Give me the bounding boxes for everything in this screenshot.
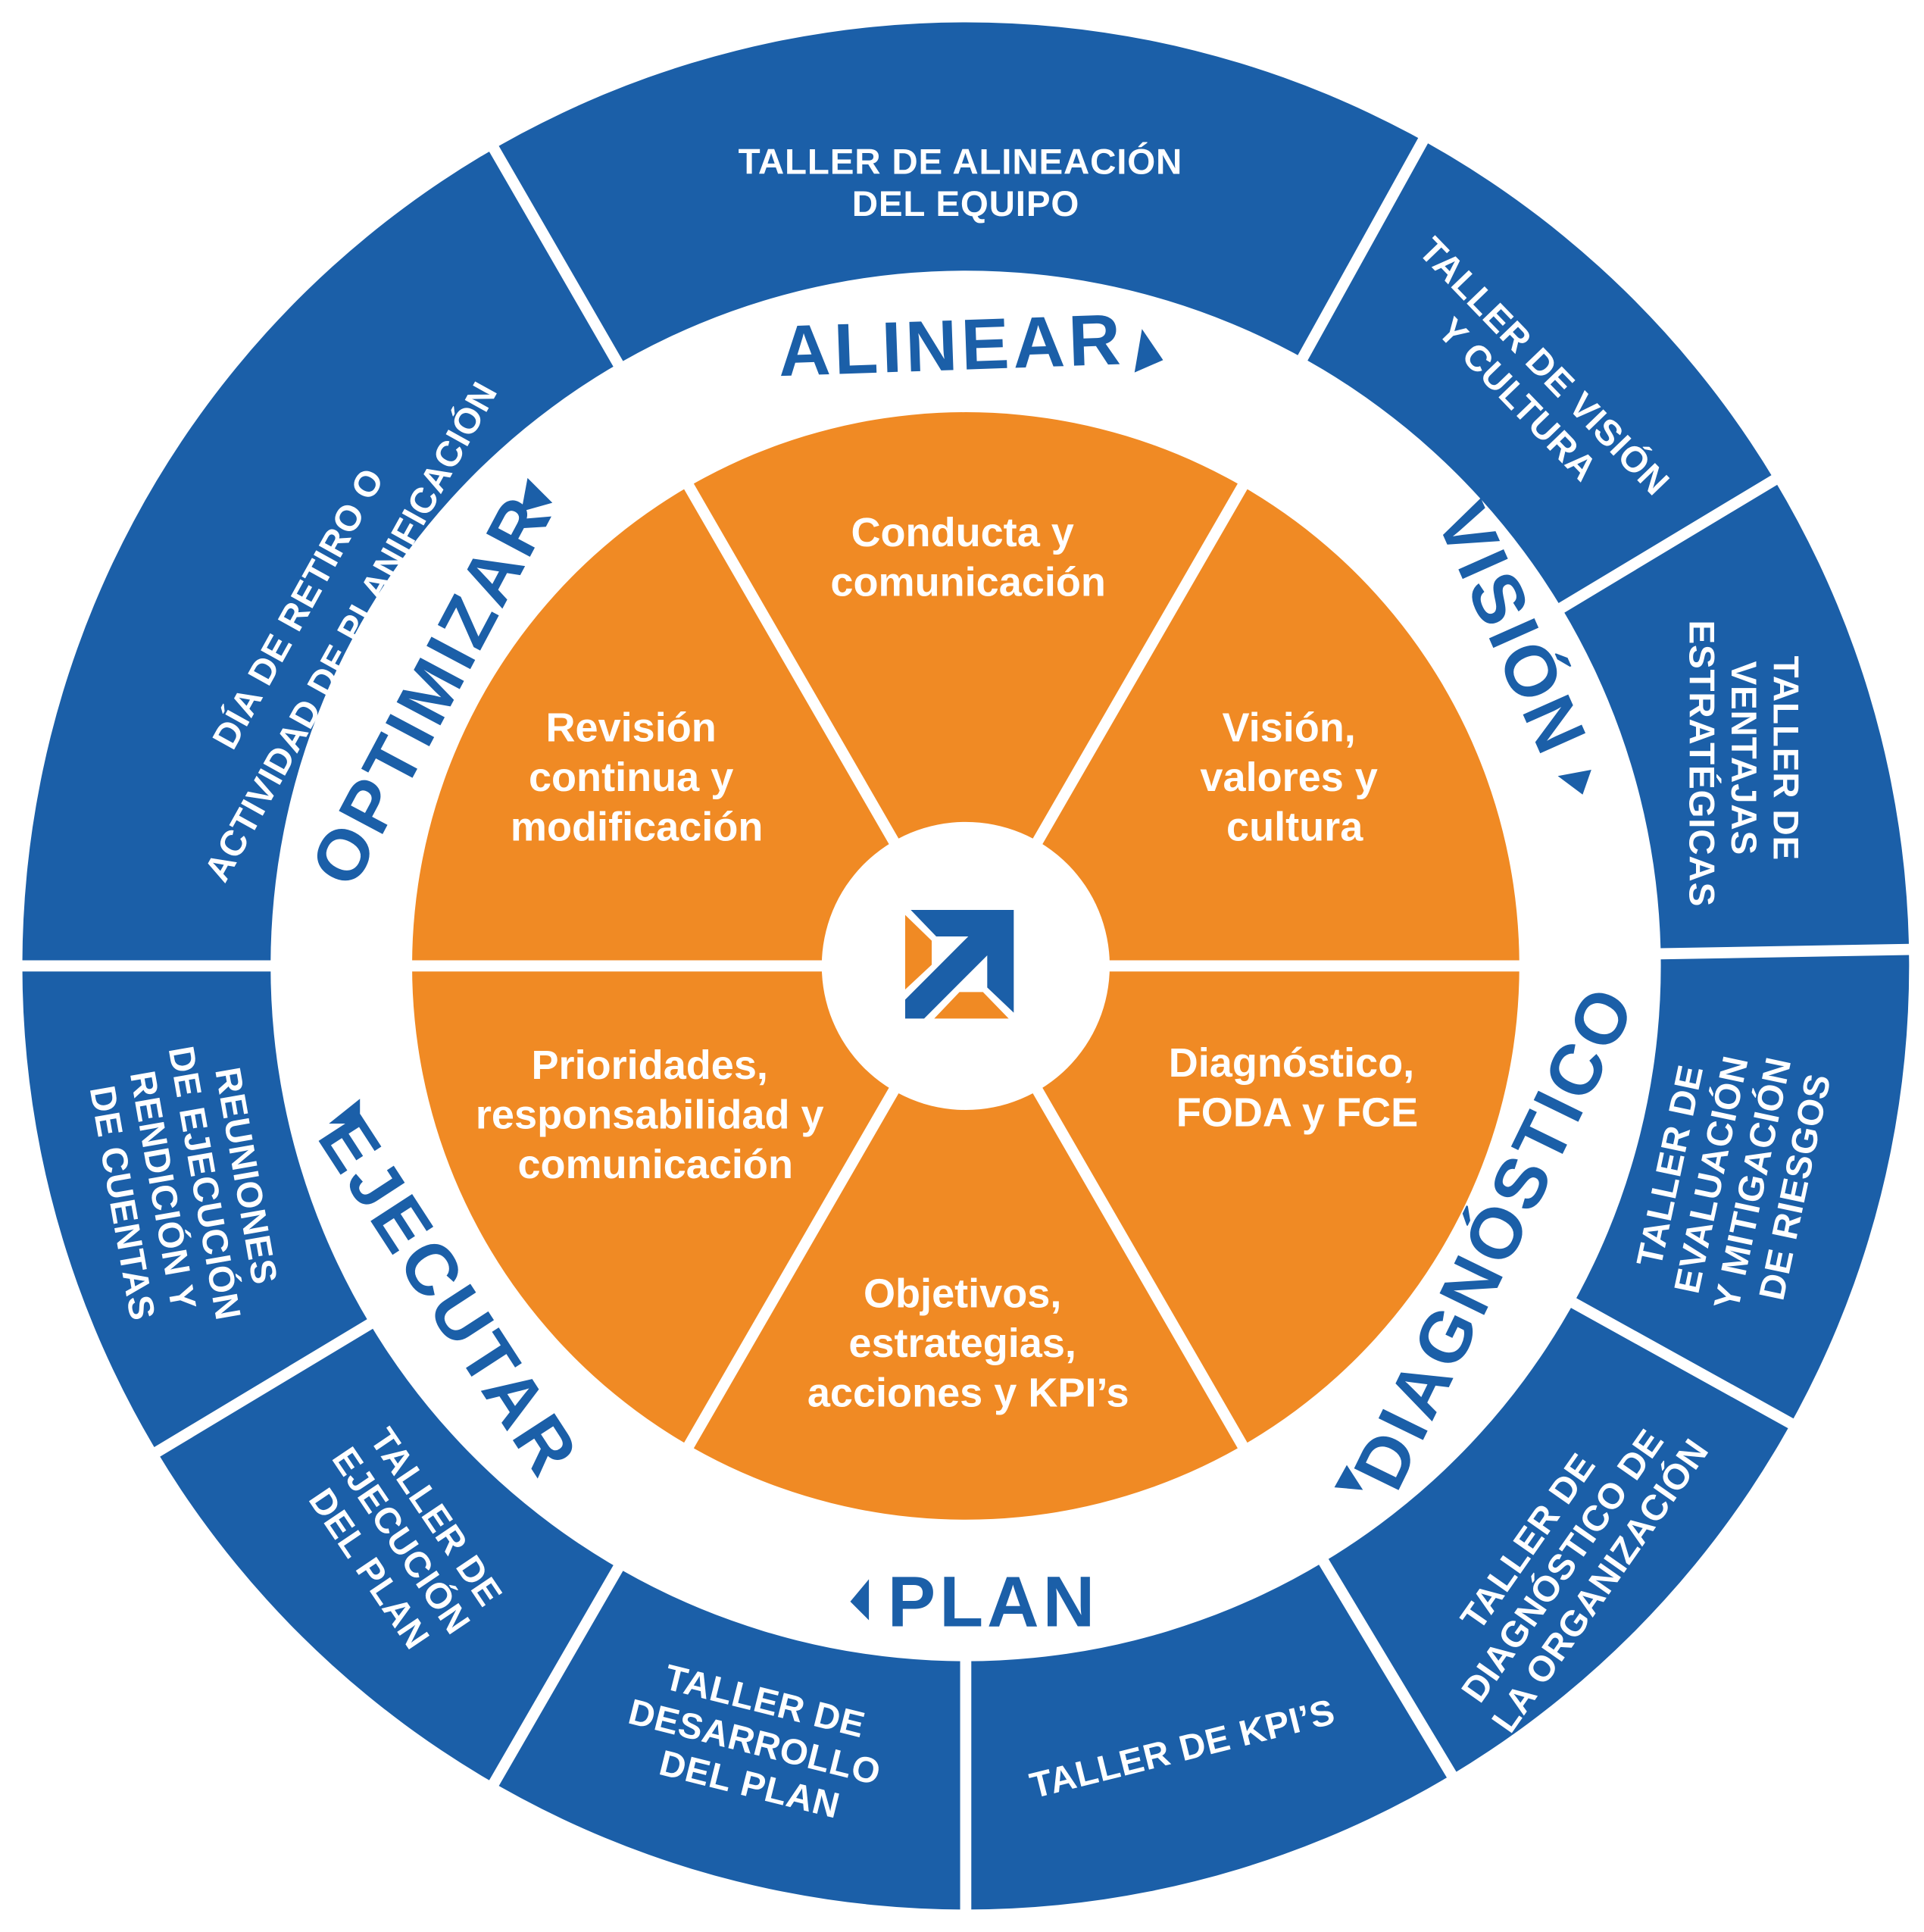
segment-ventajas: TALLER DE VENTAJAS ESTRATÉGICAS bbox=[1681, 621, 1805, 908]
sector-line: modificación bbox=[511, 804, 763, 849]
sector-line: responsabilidad y bbox=[476, 1093, 824, 1138]
sector-line: comunicación bbox=[830, 560, 1106, 605]
segment-line: VENTAJAS bbox=[1723, 661, 1763, 856]
sector-prioridades: Prioridades, responsabilidad y comunicac… bbox=[476, 1043, 836, 1187]
arrow-left-icon bbox=[1334, 1465, 1363, 1490]
outer-divider bbox=[486, 1559, 626, 1792]
sector-vision: Visión, valores y cultura bbox=[1200, 705, 1388, 849]
outer-divider bbox=[148, 1316, 379, 1460]
sector-line: Diagnóstico, bbox=[1169, 1040, 1414, 1086]
growth-arrow-logo-icon bbox=[904, 909, 1014, 1019]
sector-line: FODA y FCE bbox=[1176, 1089, 1418, 1135]
segment-line: TALLER DE bbox=[1766, 656, 1806, 861]
sector-diagnostico: Diagnóstico, FODA y FCE bbox=[1169, 1040, 1426, 1136]
arrow-up-icon bbox=[521, 477, 553, 512]
outer-divider bbox=[1295, 132, 1432, 367]
sector-line: estrategias, bbox=[848, 1321, 1076, 1366]
sector-line: acciones y KPI’s bbox=[807, 1371, 1129, 1416]
sector-objetivos: Objetivos, estrategias, acciones y KPI’s bbox=[807, 1271, 1129, 1416]
segment-line: DEL EQUIPO bbox=[852, 184, 1079, 224]
outer-divider bbox=[1553, 471, 1783, 616]
sector-line: valores y bbox=[1200, 755, 1377, 800]
phase-plan: PLAN bbox=[888, 1562, 1098, 1643]
sector-line: cultura bbox=[1226, 804, 1363, 849]
sector-line: Prioridades, bbox=[531, 1043, 767, 1088]
arrow-right-icon bbox=[1134, 329, 1163, 373]
sector-line: Conducta y bbox=[851, 510, 1073, 555]
arrow-down-icon bbox=[1557, 769, 1591, 795]
arrow-left-icon bbox=[850, 1579, 870, 1621]
outer-divider bbox=[1654, 943, 1916, 960]
outer-divider bbox=[1565, 1295, 1799, 1432]
outer-divider bbox=[1316, 1553, 1460, 1784]
sector-line: Revisión bbox=[545, 705, 716, 750]
sector-line: Objetivos, bbox=[864, 1271, 1061, 1317]
phase-alinear: ALINEAR bbox=[777, 299, 1126, 392]
segment-line: ESTRATÉGICAS bbox=[1681, 621, 1722, 908]
sector-revision: Revisión continua y modificación bbox=[511, 705, 763, 849]
segment-line[interactable]: TALLER DE ALINEACIÓN bbox=[739, 140, 1183, 182]
sector-line: Visión, bbox=[1223, 705, 1356, 750]
outer-divider bbox=[486, 140, 626, 372]
sector-conducta: Conducta y comunicación bbox=[830, 510, 1106, 605]
arrow-up-icon bbox=[329, 1099, 361, 1124]
sector-line: continua y bbox=[529, 755, 733, 800]
sector-line: comunicación bbox=[517, 1142, 792, 1187]
segment-alineacion: TALLER DE ALINEACIÓN DEL EQUIPO bbox=[739, 140, 1194, 224]
